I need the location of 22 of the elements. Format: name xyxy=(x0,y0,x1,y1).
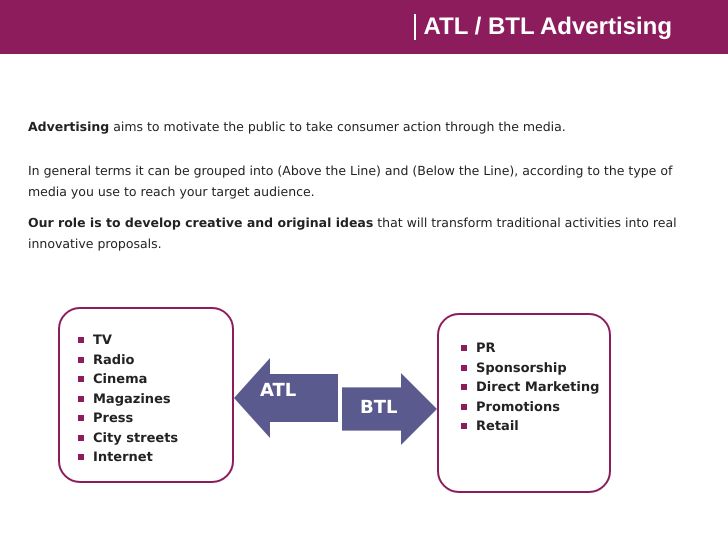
list-item: Press xyxy=(78,409,232,428)
list-item: Internet xyxy=(78,448,232,468)
edge-label: BTL xyxy=(360,397,398,418)
list-item: Sponsorship xyxy=(461,358,609,378)
edge-label: ATL xyxy=(260,380,296,401)
list-item: TV xyxy=(78,331,232,350)
slide-title: ATL / BTL Advertising xyxy=(414,14,672,40)
list-item: Radio xyxy=(78,350,232,370)
list-item: City streets xyxy=(78,428,232,448)
list-item: PR xyxy=(461,339,609,358)
paragraph: Advertising aims to motivate the public to take consumer action through the media. xyxy=(28,118,567,136)
list-item: Promotions xyxy=(461,398,609,417)
list-box xyxy=(437,313,611,493)
list-item: Retail xyxy=(461,417,609,436)
list-item: Cinema xyxy=(78,370,232,390)
list-box xyxy=(58,307,234,483)
list-item: Direct Marketing xyxy=(461,378,609,398)
paragraph: In general terms it can be grouped into (Above the Line) and (Below the Line), according to the type of media you use to reach your target audience. xyxy=(28,162,674,201)
block-arrow xyxy=(234,358,338,438)
block-arrow xyxy=(342,373,437,445)
paragraph: Our role is to develop creative and original ideas that will transform traditional activities into real innovative proposals. xyxy=(28,214,678,253)
list-item: Magazines xyxy=(78,390,232,409)
